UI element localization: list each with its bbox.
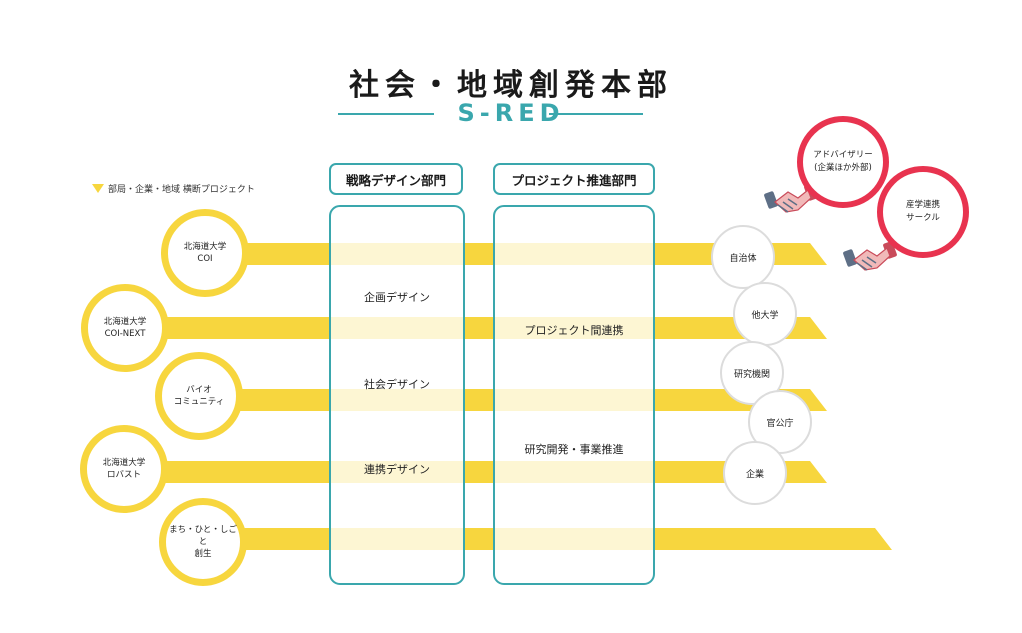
partner-municipality: 自治体	[711, 225, 775, 289]
project-label: 北海道大学	[103, 316, 147, 327]
project-label: 北海道大学	[102, 457, 146, 468]
function-social-design: 社会デザイン	[364, 378, 430, 391]
external-label: 産学連携	[905, 200, 940, 211]
project-label: COI	[197, 254, 213, 264]
dept-header-strategy: 戦略デザイン部門	[329, 163, 463, 195]
external-label: アドバイザリー	[813, 150, 873, 161]
band-machi	[200, 528, 892, 550]
function-collab-design: 連携デザイン	[364, 463, 430, 476]
handshake-icon	[843, 241, 897, 271]
legend: 部局・企業・地域 横断プロジェクト	[92, 182, 255, 195]
band-coi	[200, 243, 827, 265]
project-label: コミュニティ	[173, 397, 225, 407]
project-label: 北海道大学	[183, 241, 227, 252]
project-label: 創生	[194, 549, 212, 560]
project-label: まち・ひと・しごと	[169, 524, 237, 547]
band-bio	[200, 389, 827, 411]
function-planning-design: 企画デザイン	[364, 291, 430, 304]
project-circle-robust: 北海道大学ロバスト	[80, 425, 168, 513]
legend-label: 部局・企業・地域 横断プロジェクト	[108, 185, 255, 195]
page-subtitle: S-RED	[457, 99, 565, 127]
project-circle-machi: まち・ひと・しごと創生	[159, 498, 247, 586]
function-inter-project: プロジェクト間連携	[524, 324, 624, 337]
dept-box-strategy	[329, 205, 465, 585]
project-label: バイオ	[186, 384, 212, 395]
subtitle-divider-left	[338, 113, 434, 115]
triangle-icon	[92, 184, 104, 193]
external-advisory: アドバイザリー (企業ほか外部)	[797, 116, 889, 208]
dept-header-project: プロジェクト推進部門	[493, 163, 655, 195]
dept-box-project	[493, 205, 655, 585]
partner-companies: 企業	[723, 441, 787, 505]
partner-research-institutes: 研究機関	[720, 341, 784, 405]
band-coi-next	[120, 317, 827, 339]
external-industry-circle: 産学連携サークル	[877, 166, 969, 258]
project-label: COI-NEXT	[104, 329, 146, 339]
page-title: 社会・地域創発本部	[349, 68, 673, 103]
project-label: ロバスト	[106, 470, 141, 480]
project-circle-coi: 北海道大学 COI	[161, 209, 249, 297]
external-label: (企業ほか外部)	[814, 163, 872, 173]
subtitle-divider-right	[549, 113, 643, 115]
function-rnd: 研究開発・事業推進	[524, 443, 624, 456]
band-robust	[120, 461, 827, 483]
project-circle-bio: バイオコミュニティ	[155, 352, 243, 440]
partner-other-universities: 他大学	[733, 282, 797, 346]
external-label: サークル	[906, 213, 940, 223]
project-circle-coi-next: 北海道大学 COI-NEXT	[81, 284, 169, 372]
